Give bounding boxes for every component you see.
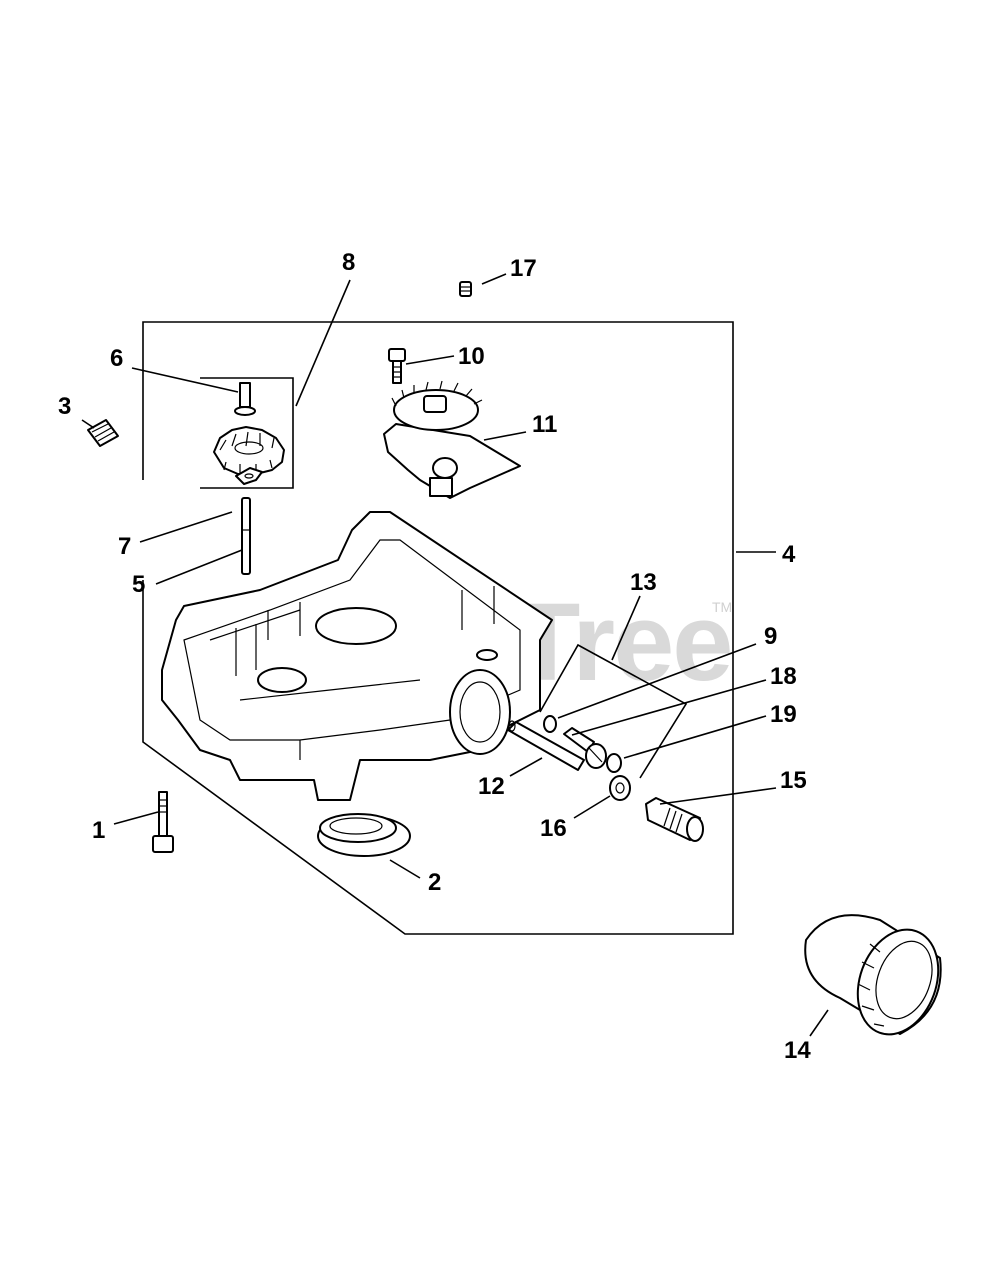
callout-2: 2 [428,869,441,896]
watermark-trademark: TM [712,599,732,615]
gear-subframe [200,377,294,489]
part-16-washer [609,775,631,801]
part-10-bolt [388,348,406,384]
callout-1: 1 [92,817,105,844]
leader-lines [81,273,829,1037]
tube-subframe [539,643,688,779]
part-1-bolt [152,791,174,853]
leader-14 [809,1009,829,1037]
leader-17 [481,273,507,285]
part-19-o-ring [606,753,622,773]
part-11-oil-pump [383,380,521,499]
part-12-tube [507,720,585,771]
leader-10 [405,355,455,365]
part-3-plug [87,419,119,447]
callout-12: 12 [478,773,505,800]
leader-8 [295,279,351,407]
callout-16: 16 [540,815,567,842]
callout-5: 5 [132,571,145,598]
part-7-clip [235,467,263,485]
leader-19 [623,715,767,759]
leader-11 [483,431,527,441]
part-9-o-ring [543,715,557,733]
callout-labels: 1 2 3 4 5 6 7 8 9 10 11 12 13 14 15 16 1… [58,249,811,1064]
leader-18 [571,679,767,736]
leader-12 [509,757,543,777]
callout-11: 11 [532,411,557,438]
callout-3: 3 [58,393,71,420]
part-5-shaft [241,497,251,575]
part-18-fitting [563,727,607,769]
part-14-oil-filter [804,914,942,1036]
leader-13 [611,595,641,661]
part-8-gear [213,426,285,475]
callout-14: 14 [784,1037,811,1064]
callout-13: 13 [630,569,657,596]
leader-6 [131,367,239,393]
callout-18: 18 [770,663,797,690]
part-4-oil-pan [161,511,553,801]
leader-9 [557,643,757,719]
leader-3 [81,419,95,429]
callout-15: 15 [780,767,807,794]
part-6-pin [234,382,256,416]
leader-2 [389,859,421,879]
leader-7 [139,511,233,543]
callout-8: 8 [342,249,355,276]
callout-19: 19 [770,701,797,728]
part-15-adapter [645,797,704,842]
part-17-plug [459,281,472,297]
leader-16 [573,795,611,819]
callout-10: 10 [458,343,485,370]
callout-17: 17 [510,255,537,282]
assembly-frame [142,321,734,935]
leader-1 [113,811,159,825]
part-2-seal [317,813,411,857]
callout-9: 9 [764,623,777,650]
leader-5 [155,549,243,585]
callout-7: 7 [118,533,131,560]
callout-4: 4 [782,541,796,568]
leader-15 [659,787,777,805]
callout-6: 6 [110,345,123,372]
